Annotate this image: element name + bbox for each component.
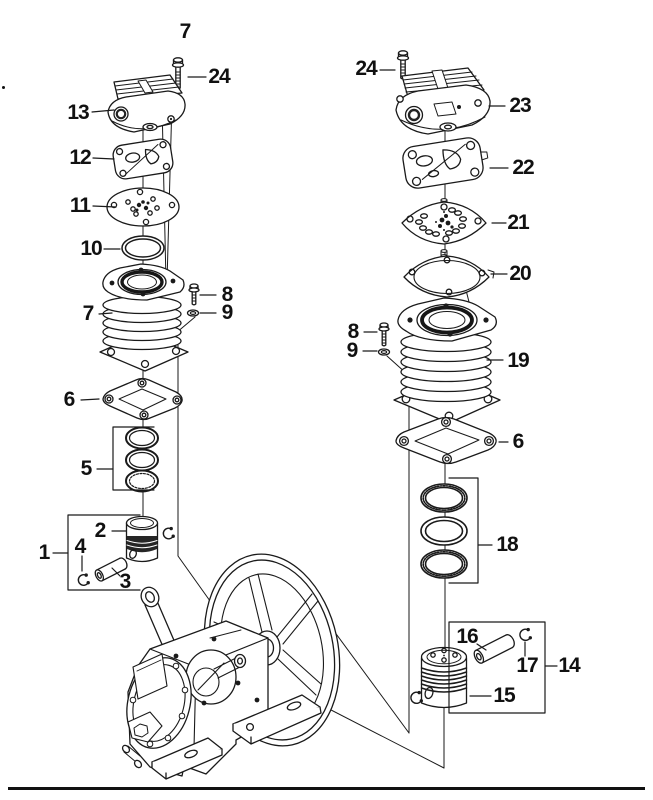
callout-3: 3 <box>119 570 132 593</box>
part-7-cylinder-left <box>99 263 189 372</box>
callout-12: 12 <box>69 146 91 169</box>
callout-19: 19 <box>507 349 529 372</box>
part-15-piston-right <box>420 646 468 709</box>
page-bottom-rule <box>8 787 645 790</box>
callout-7-figure: 7 <box>179 20 192 43</box>
callout-15: 15 <box>493 684 515 707</box>
bolt-8-left <box>188 283 200 306</box>
callout-16: 16 <box>456 625 478 648</box>
callout-8-right: 8 <box>347 320 360 343</box>
callout-2: 2 <box>94 519 107 542</box>
callout-4: 4 <box>74 535 87 558</box>
connecting-rod <box>140 586 177 650</box>
part-20-gasket-right <box>403 255 495 298</box>
washer-9-left <box>186 309 200 317</box>
callout-17: 17 <box>516 654 538 677</box>
callout-leaders <box>52 69 558 714</box>
callout-13: 13 <box>67 101 89 124</box>
part-22-head-gasket-right <box>402 137 489 189</box>
retaining-ring-right-of-piston-left <box>162 526 175 540</box>
part-4-retaining-ring-left <box>77 573 90 586</box>
callout-7-cylinder: 7 <box>82 302 95 325</box>
callout-21: 21 <box>507 211 529 234</box>
part-19-cylinder-right <box>393 297 501 424</box>
callout-22: 22 <box>512 156 534 179</box>
mounting-feet <box>151 694 322 780</box>
part-17-retaining-ring-right <box>519 627 532 642</box>
washer-9-right <box>377 348 391 356</box>
callout-14: 14 <box>558 654 580 677</box>
callout-1: 1 <box>38 541 51 564</box>
callout-24-left: 24 <box>208 65 230 88</box>
part-2-piston-left <box>125 515 159 563</box>
callout-6-right: 6 <box>512 430 525 453</box>
callout-5: 5 <box>80 457 93 480</box>
part-13-cylinder-head-left <box>107 74 186 133</box>
callout-11: 11 <box>69 194 91 217</box>
part-6-base-gasket-left <box>102 377 183 421</box>
part-16-wrist-pin-right <box>473 634 515 664</box>
callout-24-right: 24 <box>355 57 377 80</box>
callout-23: 23 <box>509 94 531 117</box>
part-5-piston-rings-left <box>125 426 159 493</box>
part-11-valve-plate-left <box>106 187 180 227</box>
callout-10: 10 <box>80 237 102 260</box>
callout-18: 18 <box>496 533 518 556</box>
part-6-base-gasket-right <box>395 416 497 465</box>
callout-9-left: 9 <box>221 301 234 324</box>
bolt-8-right <box>378 322 390 347</box>
callout-8-left: 8 <box>221 283 234 306</box>
callout-20: 20 <box>509 262 531 285</box>
part-12-head-gasket-left <box>112 138 174 180</box>
part-3-wrist-pin-left <box>94 557 128 582</box>
part-21-valve-plate-right <box>401 201 487 245</box>
part-18-piston-rings-right <box>420 483 468 579</box>
callout-9-right: 9 <box>346 339 359 362</box>
part-23-cylinder-head-right <box>395 67 491 135</box>
retaining-ring-left-of-piston-right <box>410 690 423 705</box>
callout-6-left: 6 <box>63 388 76 411</box>
part-10-oring-left <box>121 235 165 261</box>
crankcase <box>121 620 269 777</box>
stray-mark <box>2 86 5 89</box>
